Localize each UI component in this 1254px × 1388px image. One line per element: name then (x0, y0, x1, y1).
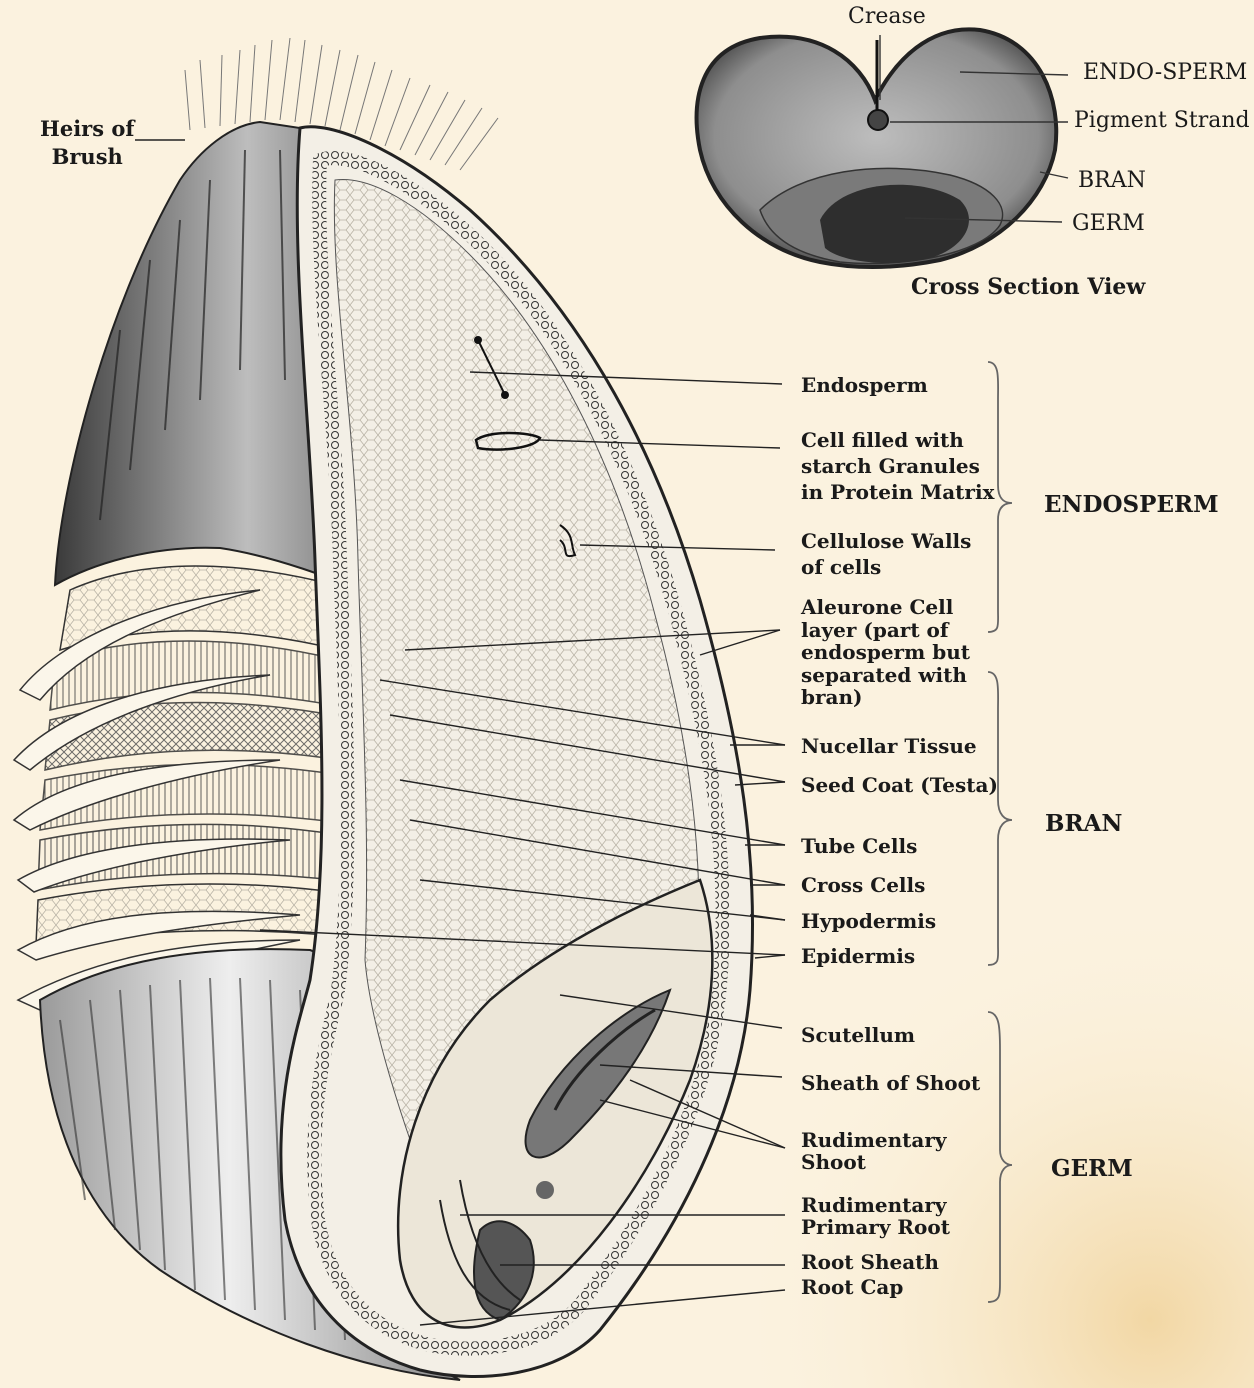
label-seed-coat: Seed Coat (Testa) (801, 774, 998, 796)
label-scutellum: Scutellum (801, 1024, 915, 1046)
cs-label-endosperm: ENDO-SPERM (1083, 62, 1247, 84)
cs-label-pigment-strand: Pigment Strand (1074, 110, 1250, 132)
label-epidermis: Epidermis (801, 945, 915, 967)
label-tube-cells: Tube Cells (801, 835, 917, 857)
label-aleurone: Aleurone Cell layer (part of endosperm b… (801, 596, 970, 709)
label-root-cap: Root Cap (801, 1276, 903, 1298)
brush-label: Heirs of Brush (40, 115, 134, 171)
label-starch-cell: Cell filled with starch Granules in Prot… (801, 427, 994, 505)
cross-section-caption: Cross Section View (911, 276, 1145, 298)
cs-label-germ: GERM (1072, 213, 1145, 235)
label-sheath-of-shoot: Sheath of Shoot (801, 1072, 980, 1094)
label-hypodermis: Hypodermis (801, 910, 936, 932)
label-nucellar-tissue: Nucellar Tissue (801, 735, 977, 757)
label-endosperm: Endosperm (801, 374, 928, 396)
group-label-endosperm: ENDOSPERM (1044, 494, 1219, 516)
label-cellulose-walls: Cellulose Walls of cells (801, 528, 971, 580)
cs-label-bran: BRAN (1078, 170, 1146, 192)
group-label-bran: BRAN (1045, 813, 1122, 835)
cs-label-crease: Crease (848, 6, 926, 28)
label-root-sheath: Root Sheath (801, 1251, 939, 1273)
brush-label-text: Heirs of Brush (40, 116, 134, 169)
label-cross-cells: Cross Cells (801, 874, 925, 896)
label-rudimentary-primary-root: Rudimentary Primary Root (801, 1194, 950, 1238)
group-label-germ: GERM (1051, 1158, 1133, 1180)
label-rudimentary-shoot: Rudimentary Shoot (801, 1129, 947, 1173)
